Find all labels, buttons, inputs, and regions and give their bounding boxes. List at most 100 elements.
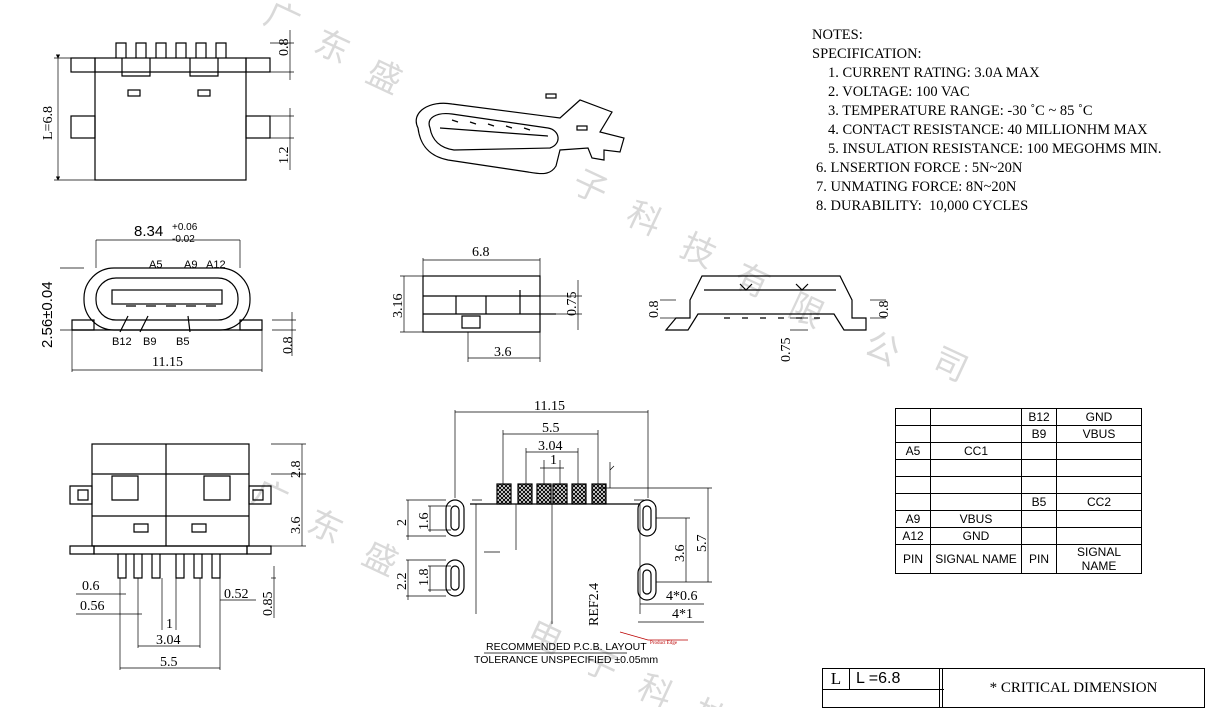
table-cell: [1056, 459, 1142, 477]
pin-label-b5: B5: [176, 336, 189, 348]
dim-top-L: L=6.8: [41, 106, 56, 140]
dim-pcb-57: 5.7: [695, 535, 710, 553]
dim-rear-right: 0.8: [877, 301, 892, 319]
spec-item: 1. CURRENT RATING: 3.0A MAX: [828, 65, 1040, 81]
pcb-tolerance: TOLERANCE UNSPECIFIED ±0.05mm: [474, 654, 658, 666]
dim-bottom-085: 0.85: [261, 592, 276, 617]
table-cell: GND: [1056, 408, 1142, 426]
spec-item: 4. CONTACT RESISTANCE: 40 MILLIONHM MAX: [828, 122, 1148, 138]
table-cell: CC1: [930, 442, 1022, 460]
dim-pcb-304: 3.04: [538, 439, 563, 454]
table-cell: [1056, 527, 1142, 545]
table-cell: PIN: [1021, 544, 1057, 574]
table-row: B5 CC2: [895, 493, 1142, 511]
pcb-caption: RECOMMENDED P.C.B. LAYOUT: [486, 641, 647, 653]
table-row: A12 GND: [895, 527, 1142, 545]
critical-letter: L: [823, 669, 850, 690]
table-cell: [1056, 510, 1142, 528]
wm-char: 技: [674, 226, 722, 277]
table-cell: B5: [1021, 493, 1057, 511]
table-cell: A5: [895, 442, 931, 460]
side-view: [400, 258, 582, 362]
table-row: [895, 476, 1142, 494]
table-row: A9 VBUS: [895, 510, 1142, 528]
dim-pcb-18: 1.8: [417, 569, 432, 587]
spec-item: 7. UNMATING FORCE: 8N~20N: [816, 179, 1017, 195]
dim-side-width: 6.8: [472, 245, 490, 260]
pin-label-b9: B9: [143, 336, 156, 348]
wm-char: 广: [258, 0, 306, 45]
table-cell: B12: [1021, 408, 1057, 426]
spec-item: 5. INSULATION RESISTANCE: 100 MEGOHMS MI…: [828, 141, 1162, 157]
critical-text: * CRITICAL DIMENSION: [989, 680, 1158, 696]
dim-bottom-1: 1: [166, 617, 173, 632]
notes-block: NOTES: SPECIFICATION: 1. CURRENT RATING:…: [812, 26, 1162, 216]
dim-side-075: 0.75: [565, 292, 580, 317]
bottom-view: [69, 443, 306, 670]
wm-char: 有: [728, 256, 776, 307]
wm-char: 公: [858, 324, 906, 375]
spec-item: 8. DURABILITY: 10,000 CYCLES: [816, 198, 1029, 214]
dim-front-width: 8.34: [134, 223, 163, 240]
table-cell: [930, 459, 1022, 477]
wm-char: 东: [308, 22, 356, 73]
table-cell: [930, 425, 1022, 443]
table-row: B12 GND: [895, 408, 1142, 426]
dim-pcb-total: 11.15: [534, 399, 565, 414]
table-cell: PIN: [895, 544, 931, 574]
dim-bottom-55: 5.5: [160, 655, 178, 670]
pcb-edge-label: Product Edge: [650, 641, 678, 646]
dim-front-total: 11.15: [152, 355, 183, 370]
dim-pcb-16: 1.6: [417, 513, 432, 531]
wm-char: 科: [620, 194, 668, 245]
dim-pcb-406: 4*0.6: [666, 589, 698, 604]
spec-item: 6. LNSERTION FORCE : 5N~20N: [816, 160, 1023, 176]
table-row: B9 VBUS: [895, 425, 1142, 443]
table-cell: GND: [930, 527, 1022, 545]
dim-pcb-2: 2: [395, 519, 410, 526]
pin-label-a9: A9: [184, 259, 197, 271]
dim-bottom-28: 2.8: [289, 461, 304, 479]
dim-side-height: 3.16: [391, 294, 406, 319]
dim-bottom-36: 3.6: [289, 517, 304, 535]
wm-char: 科: [631, 667, 679, 707]
table-cell: [1021, 459, 1057, 477]
critical-value: L =6.8: [850, 669, 944, 690]
table-cell: B9: [1021, 425, 1057, 443]
notes-title: NOTES:: [812, 27, 863, 43]
table-cell: [930, 408, 1022, 426]
dim-pcb-41: 4*1: [672, 607, 693, 622]
pin-signal-table: B12 GND B9 VBUS A5 CC1 B5 CC2 A9 VBUS: [895, 408, 1142, 574]
spec-item: 2. VOLTAGE: 100 VAC: [828, 84, 970, 100]
dim-top-08: 0.8: [277, 39, 292, 57]
table-cell: [930, 476, 1022, 494]
dim-pcb-55: 5.5: [542, 421, 560, 436]
dim-pcb-1: 1: [550, 453, 557, 468]
table-cell: VBUS: [1056, 425, 1142, 443]
table-cell: [895, 493, 931, 511]
pin-label-a12: A12: [206, 259, 226, 271]
wm-char: 技: [686, 692, 734, 707]
wm-char: 盛: [360, 52, 408, 103]
dim-rear-left: 0.8: [647, 301, 662, 319]
table-cell: [1056, 476, 1142, 494]
dim-bottom-304: 3.04: [156, 633, 181, 648]
dim-front-height: 2.56±0.04: [39, 281, 56, 348]
spec-item: 3. TEMPERATURE RANGE: -30 ˚C ~ 85 ˚C: [828, 103, 1093, 119]
table-cell: [895, 459, 931, 477]
dim-bottom-052: 0.52: [224, 587, 249, 602]
table-header-row: PIN SIGNAL NAME PIN SIGNAL NAME: [895, 544, 1142, 574]
dim-top-12: 1.2: [277, 147, 292, 165]
dim-bottom-06: 0.6: [82, 579, 100, 594]
dim-front-tol-minus: -0.02: [172, 234, 195, 245]
dim-pcb-22: 2.2: [395, 573, 410, 591]
pin-label-a5: A5: [149, 259, 162, 271]
table-cell: SIGNAL NAME: [1056, 544, 1142, 574]
table-row: [895, 459, 1142, 477]
table-cell: [930, 493, 1022, 511]
dim-pcb-36: 3.6: [673, 545, 688, 563]
table-row: A5 CC1: [895, 442, 1142, 460]
dim-front-tol-plus: +0.06: [172, 222, 198, 233]
table-cell: [1021, 476, 1057, 494]
wm-char: 限: [782, 286, 830, 337]
